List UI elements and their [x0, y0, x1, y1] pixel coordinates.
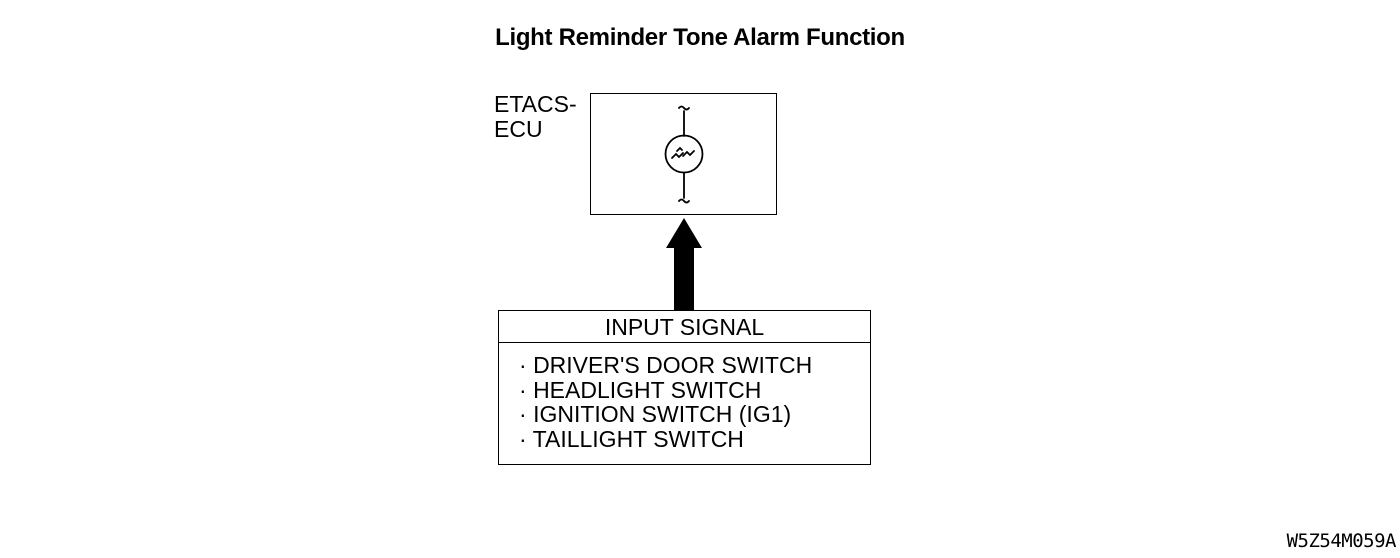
buzzer-icon	[664, 105, 704, 204]
input-signal-item: HEADLIGHT SWITCH	[519, 377, 870, 403]
figure-code: W5Z54M059A	[1286, 530, 1397, 552]
input-signal-header: INPUT SIGNAL	[499, 311, 870, 343]
input-signal-item: IGNITION SWITCH (IG1)	[519, 402, 870, 427]
ecu-label: ETACS- ECU	[494, 92, 577, 142]
input-signal-box: INPUT SIGNAL DRIVER'S DOOR SWITCH HEADLI…	[498, 310, 871, 465]
ecu-box	[590, 93, 777, 215]
input-signal-item: TAILLIGHT SWITCH	[519, 426, 870, 452]
input-signal-list: DRIVER'S DOOR SWITCH HEADLIGHT SWITCH IG…	[499, 343, 870, 451]
input-signal-item: DRIVER'S DOOR SWITCH	[519, 353, 870, 378]
arrow-up-icon	[666, 218, 702, 310]
ecu-label-line2: ECU	[494, 116, 543, 142]
diagram-title: Light Reminder Tone Alarm Function	[495, 24, 905, 51]
ecu-label-line1: ETACS-	[494, 91, 577, 117]
